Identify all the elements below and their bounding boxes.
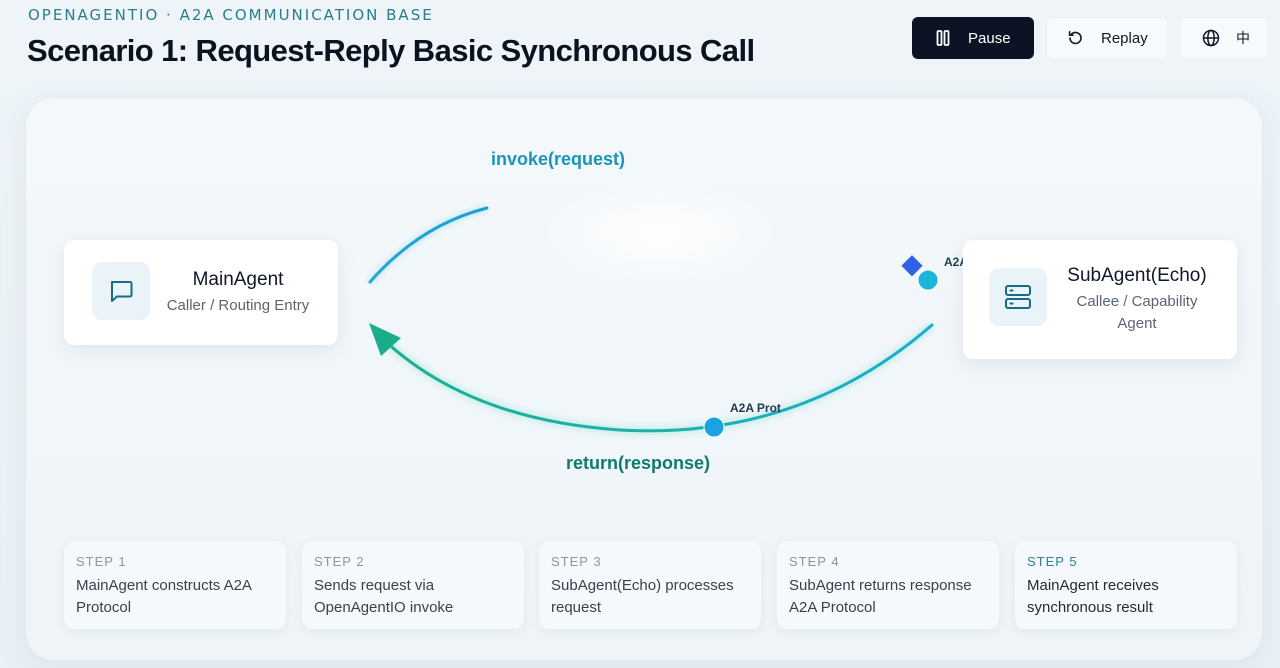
step-number: STEP 1	[76, 554, 127, 569]
node-main-agent: MainAgent Caller / Routing Entry	[64, 240, 338, 345]
step-text: Sends request via OpenAgentIO invoke	[314, 577, 454, 616]
server-icon	[1005, 285, 1031, 309]
pause-button[interactable]: Pause	[912, 17, 1034, 59]
step-card-2: STEP 2 Sends request via OpenAgentIO inv…	[302, 541, 524, 629]
step-card-5: STEP 5 MainAgent receives synchronous re…	[1015, 541, 1237, 629]
replay-button[interactable]: Replay	[1046, 17, 1168, 59]
step-number: STEP 3	[551, 554, 602, 569]
main-agent-icon-tile	[92, 262, 150, 320]
invoke-label: invoke(request)	[491, 149, 626, 169]
step-text: SubAgent(Echo) processes request	[551, 577, 734, 616]
sub-agent-role: Callee / Capability Agent	[1076, 293, 1198, 332]
chat-bubble-icon	[111, 281, 133, 302]
replay-button-label: Replay	[1101, 29, 1148, 47]
sub-agent-name: SubAgent(Echo)	[1067, 265, 1207, 286]
eyebrow-label: OPENAGENTIO · A2A COMMUNICATION BASE	[28, 6, 434, 24]
main-agent-role: Caller / Routing Entry	[166, 297, 310, 314]
step-text: SubAgent returns response A2A Protocol	[789, 577, 972, 616]
globe-icon	[1202, 29, 1220, 47]
language-toggle-label: 中	[1236, 31, 1250, 47]
step-card-1: STEP 1 MainAgent constructs A2A Protocol	[64, 541, 286, 629]
step-card-4: STEP 4 SubAgent returns response A2A Pro…	[777, 541, 999, 629]
pause-button-label: Pause	[968, 29, 1011, 47]
node-sub-agent: SubAgent(Echo) Callee / Capability Agent	[963, 240, 1237, 359]
step-text: MainAgent constructs A2A Protocol	[76, 577, 252, 616]
replay-icon	[1068, 31, 1082, 45]
step-number: STEP 5	[1027, 554, 1078, 569]
return-label: return(response)	[566, 453, 711, 473]
step-number: STEP 4	[789, 554, 840, 569]
pause-icon	[936, 30, 950, 46]
step-text: MainAgent receives synchronous result	[1027, 577, 1159, 616]
sub-agent-icon-tile	[989, 268, 1047, 326]
main-agent-name: MainAgent	[192, 269, 284, 290]
page-title: Scenario 1: Request-Reply Basic Synchron…	[27, 33, 755, 68]
language-toggle-button[interactable]: 中	[1180, 17, 1268, 59]
step-number: STEP 2	[314, 554, 365, 569]
step-card-3: STEP 3 SubAgent(Echo) processes request	[539, 541, 761, 629]
packet-label-bottom: A2A Prot	[730, 401, 781, 415]
